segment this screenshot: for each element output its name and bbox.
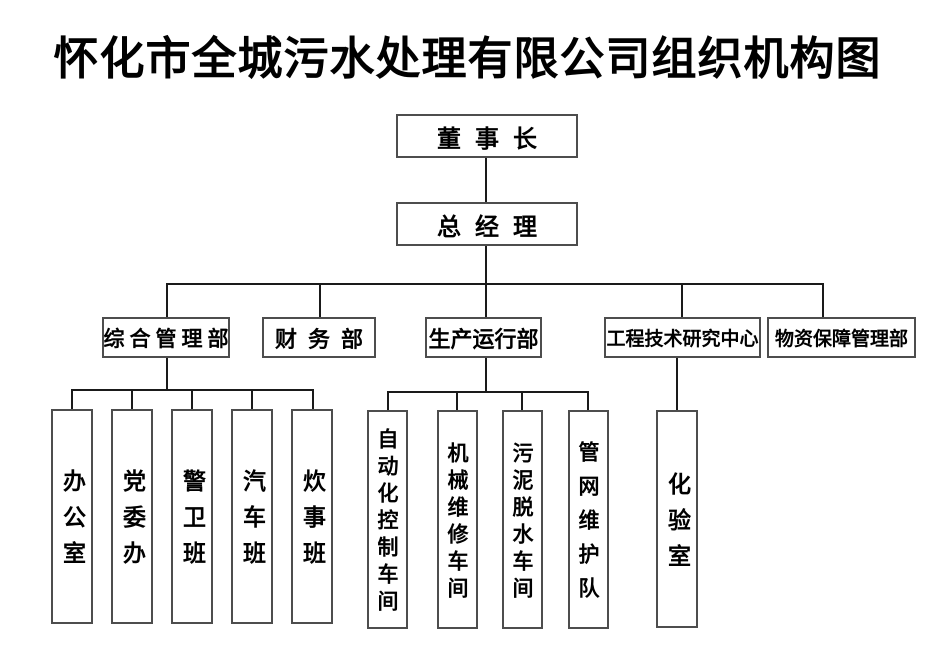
connector-drop-automation	[387, 391, 389, 410]
connector-main-horizontal	[166, 283, 824, 285]
box-unit-laboratory: 化验室	[656, 410, 698, 628]
connector-drop-party-office	[131, 389, 133, 409]
connector-drop-dept2	[319, 283, 321, 317]
connector-drop-dept4	[681, 283, 683, 317]
box-unit-party-committee-office: 党委办	[111, 409, 153, 624]
box-dept-finance: 财务部	[262, 317, 376, 358]
connector-gm-down	[485, 246, 487, 283]
box-unit-automation-control-workshop: 自动化控制车间	[367, 410, 408, 629]
box-dept-engineering-research-center: 工程技术研究中心	[604, 317, 761, 358]
box-dept-general-management: 综合管理部	[102, 317, 230, 358]
connector-drop-guard	[191, 389, 193, 409]
connector-dept3-down	[485, 358, 487, 392]
box-unit-pipe-network-maintenance-team: 管网维护队	[568, 410, 609, 629]
box-unit-office: 办公室	[51, 409, 93, 624]
box-dept-material-support: 物资保障管理部	[767, 317, 916, 358]
box-unit-mechanical-maintenance-workshop: 机械维修车间	[437, 410, 478, 629]
connector-dept4-laboratory	[676, 358, 678, 410]
connector-drop-dept1	[166, 283, 168, 317]
box-dept-production-operation: 生产运行部	[425, 317, 542, 358]
box-unit-vehicle-squad: 汽车班	[231, 409, 273, 624]
connector-chairman-gm	[485, 158, 487, 202]
connector-production-horizontal	[387, 391, 589, 393]
box-unit-cooking-squad: 炊事班	[291, 409, 333, 624]
connector-drop-dept3	[485, 283, 487, 317]
box-unit-guard-squad: 警卫班	[171, 409, 213, 624]
box-unit-sludge-dewatering-workshop: 污泥脱水车间	[502, 410, 543, 629]
connector-drop-mechanical	[456, 391, 458, 410]
connector-drop-pipe-network	[587, 391, 589, 410]
connector-drop-office	[71, 389, 73, 409]
box-general-manager: 总经理	[396, 202, 578, 246]
box-chairman: 董事长	[396, 114, 578, 158]
connector-dept1-down	[166, 358, 168, 391]
connector-drop-dept5	[822, 283, 824, 317]
page-title: 怀化市全城污水处理有限公司组织机构图	[53, 32, 882, 85]
connector-drop-cooking	[312, 389, 314, 409]
connector-drop-sludge	[521, 391, 523, 410]
connector-drop-vehicle	[251, 389, 253, 409]
